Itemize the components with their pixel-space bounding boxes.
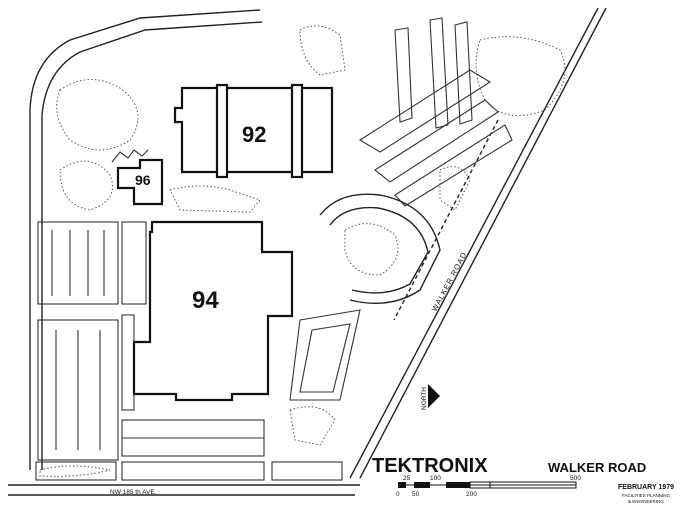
scale-bar: 25 100 500 0 50 200 xyxy=(396,475,581,498)
credit-line-1: FACILITIES PLANNING xyxy=(622,493,671,498)
building-94-label: 94 xyxy=(192,287,219,314)
title-brand: TEKTRONIX xyxy=(372,455,488,477)
walker-road xyxy=(349,7,607,479)
credit-line-2: & ENGINEERING xyxy=(628,499,664,504)
building-92: 92 xyxy=(173,83,334,179)
title-place: WALKER ROAD xyxy=(548,460,646,475)
scale-tick-50: 50 xyxy=(412,491,420,498)
north-arrow-icon xyxy=(428,384,440,408)
landscaping xyxy=(39,25,566,477)
scale-tick-100: 100 xyxy=(430,475,441,482)
north-label: NORTH xyxy=(421,387,428,410)
scale-tick-0: 0 xyxy=(396,491,400,498)
perimeter-road xyxy=(29,9,263,470)
building-96: 96 xyxy=(111,149,164,206)
north-arrow: NORTH xyxy=(421,384,440,410)
building-92-label: 92 xyxy=(242,122,266,147)
map-date: FEBRUARY 1979 xyxy=(618,484,674,491)
building-96-label: 96 xyxy=(135,172,151,188)
parking-lots xyxy=(35,17,513,481)
scale-tick-200: 200 xyxy=(466,491,477,498)
nw-185th-ave xyxy=(8,484,360,496)
loop-drive xyxy=(319,193,441,305)
scale-tick-25: 25 xyxy=(403,475,411,482)
scale-tick-500: 500 xyxy=(570,475,581,482)
building-94: 94 xyxy=(132,220,294,402)
avenue-label: NW 185 th AVE. xyxy=(110,489,157,496)
